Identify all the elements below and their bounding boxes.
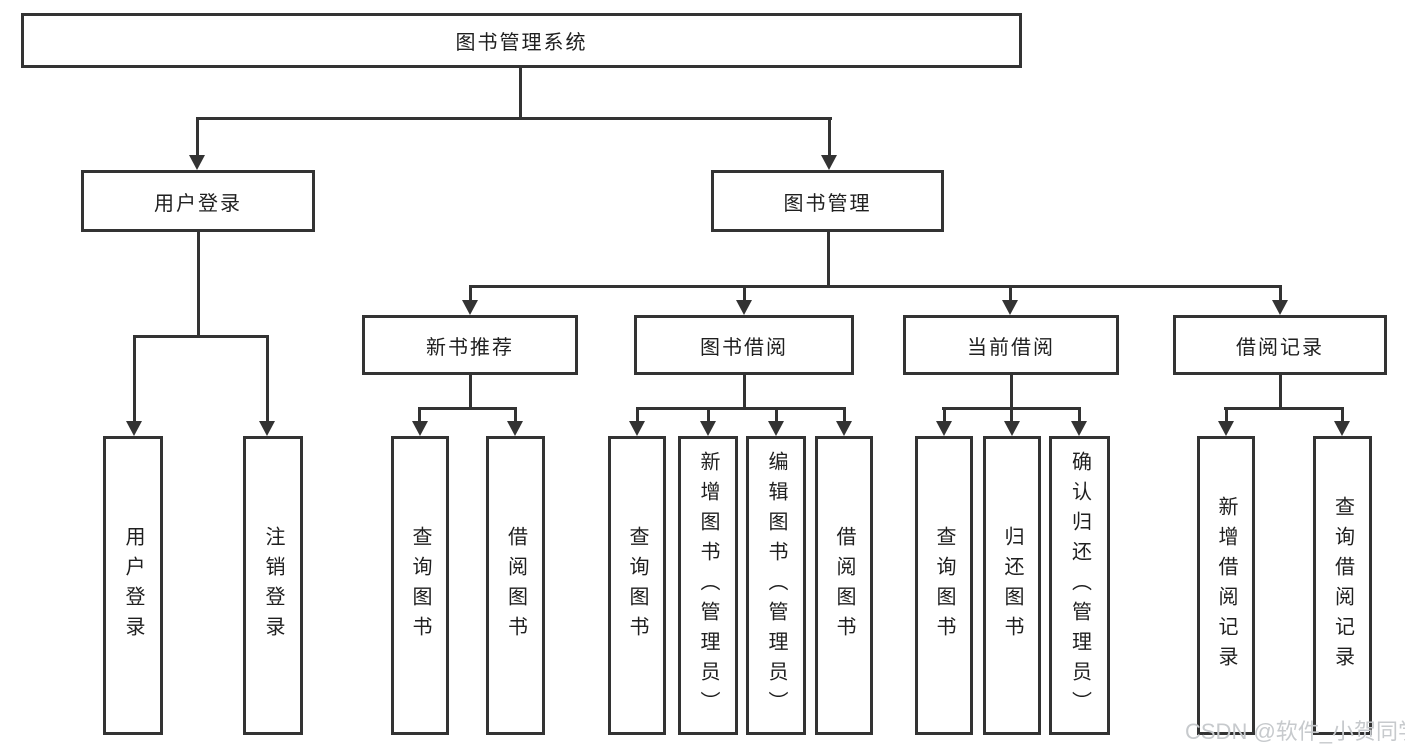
node-book-management-label: 图书管理 <box>783 192 872 215</box>
node-leaf-nb-borrow-book: 借阅图书 <box>486 436 545 735</box>
arrow-book-mgmt-icon <box>821 155 837 170</box>
node-leaf-bb-edit-book-admin-label: 编辑图书（管理员） <box>765 450 787 721</box>
arrow-cb-3-icon <box>1071 421 1087 436</box>
node-leaf-br-query-record: 查询借阅记录 <box>1313 436 1372 735</box>
arrow-nb-2-icon <box>507 421 523 436</box>
node-leaf-br-query-record-label: 查询借阅记录 <box>1331 495 1354 676</box>
node-leaf-nb-borrow-book-label: 借阅图书 <box>504 525 527 646</box>
arrow-bookborrow-icon <box>736 300 752 315</box>
connector-br-stub <box>1279 375 1282 408</box>
arrow-br-1-icon <box>1218 421 1234 436</box>
node-leaf-logout: 注销登录 <box>243 436 303 735</box>
arrow-br-2-icon <box>1334 421 1350 436</box>
connector-bb-drop-1 <box>636 407 639 423</box>
connector-cb-drop-3 <box>1078 407 1081 423</box>
node-leaf-bb-borrow-book: 借阅图书 <box>815 436 873 735</box>
node-leaf-bb-add-book-admin: 新增图书（管理员） <box>678 436 738 735</box>
arrow-nb-1-icon <box>412 421 428 436</box>
arrow-bb-2-icon <box>700 421 716 436</box>
node-leaf-nb-query-book: 查询图书 <box>391 436 449 735</box>
connector-bb-drop-3 <box>775 407 778 423</box>
node-leaf-cb-confirm-return-admin-label: 确认归还（管理员） <box>1068 450 1091 721</box>
arrow-newbook-icon <box>462 300 478 315</box>
node-leaf-nb-query-book-label: 查询图书 <box>409 525 431 646</box>
node-borrow-record: 借阅记录 <box>1173 315 1387 375</box>
arrow-cb-1-icon <box>936 421 952 436</box>
arrow-login-2-icon <box>259 421 275 436</box>
node-library-system-label: 图书管理系统 <box>455 32 588 54</box>
node-current-borrow: 当前借阅 <box>903 315 1119 375</box>
connector-book-mgmt-drop <box>828 117 831 157</box>
connector-login-drop-1 <box>133 335 136 423</box>
connector-login-rail <box>133 335 269 338</box>
connector-nb-drop-2 <box>514 407 517 423</box>
node-leaf-bb-edit-book-admin: 编辑图书（管理员） <box>746 436 806 735</box>
node-user-login-label: 用户登录 <box>154 192 242 215</box>
node-borrow-record-label: 借阅记录 <box>1236 336 1324 359</box>
connector-nb-drop-1 <box>418 407 421 423</box>
csdn-watermark: CSDN @软件_小贺同学 <box>1185 719 1405 744</box>
connector-bb-stub <box>743 375 746 408</box>
connector-mgmt-stub <box>827 232 830 285</box>
node-book-borrow: 图书借阅 <box>634 315 854 375</box>
connector-bb-rail <box>636 407 846 410</box>
node-leaf-br-add-record: 新增借阅记录 <box>1197 436 1255 735</box>
connector-cb-stub <box>1010 375 1013 408</box>
node-leaf-cb-return-book: 归还图书 <box>983 436 1041 735</box>
connector-login-drop-2 <box>266 335 269 423</box>
node-book-management: 图书管理 <box>711 170 944 232</box>
node-book-borrow-label: 图书借阅 <box>700 336 788 359</box>
node-leaf-bb-borrow-book-label: 借阅图书 <box>833 525 855 646</box>
connector-cb-drop-1 <box>943 407 946 423</box>
node-leaf-bb-query-book: 查询图书 <box>608 436 666 735</box>
node-library-system: 图书管理系统 <box>21 13 1022 68</box>
arrow-bb-4-icon <box>836 421 852 436</box>
connector-cb-drop-2 <box>1010 407 1013 423</box>
node-leaf-cb-confirm-return-admin: 确认归还（管理员） <box>1049 436 1110 735</box>
arrow-currentborrow-icon <box>1002 300 1018 315</box>
connector-newbook-drop <box>469 285 472 302</box>
connector-level1-rail <box>196 117 832 120</box>
connector-root-stub <box>519 68 522 117</box>
connector-borrowrecord-drop <box>1279 285 1282 302</box>
node-new-book-recommend: 新书推荐 <box>362 315 578 375</box>
arrow-bb-1-icon <box>629 421 645 436</box>
connector-mgmt-rail <box>469 285 1282 288</box>
connector-br-rail <box>1224 407 1344 410</box>
connector-bookborrow-drop <box>743 285 746 302</box>
connector-currentborrow-drop <box>1009 285 1012 302</box>
arrow-login-1-icon <box>126 421 142 436</box>
node-leaf-user-login-label: 用户登录 <box>122 525 144 646</box>
node-user-login: 用户登录 <box>81 170 315 232</box>
node-leaf-bb-query-book-label: 查询图书 <box>626 525 648 646</box>
connector-bb-drop-4 <box>843 407 846 423</box>
arrow-cb-2-icon <box>1004 421 1020 436</box>
node-leaf-bb-add-book-admin-label: 新增图书（管理员） <box>697 450 719 721</box>
arrow-borrowrecord-icon <box>1272 300 1288 315</box>
connector-login-stub <box>197 232 200 335</box>
node-leaf-logout-label: 注销登录 <box>262 525 284 646</box>
connector-br-drop-1 <box>1225 407 1228 423</box>
node-leaf-cb-return-book-label: 归还图书 <box>1001 525 1023 646</box>
node-leaf-cb-query-book-label: 查询图书 <box>933 525 955 646</box>
node-leaf-user-login: 用户登录 <box>103 436 163 735</box>
connector-nb-rail <box>418 407 517 410</box>
node-current-borrow-label: 当前借阅 <box>967 336 1055 359</box>
connector-bb-drop-2 <box>707 407 710 423</box>
connector-nb-stub <box>469 375 472 408</box>
connector-br-drop-2 <box>1341 407 1344 423</box>
node-leaf-br-add-record-label: 新增借阅记录 <box>1215 495 1237 676</box>
node-new-book-recommend-label: 新书推荐 <box>426 336 514 359</box>
arrow-user-login-icon <box>189 155 205 170</box>
arrow-bb-3-icon <box>768 421 784 436</box>
node-leaf-cb-query-book: 查询图书 <box>915 436 973 735</box>
connector-user-login-drop <box>196 117 199 157</box>
